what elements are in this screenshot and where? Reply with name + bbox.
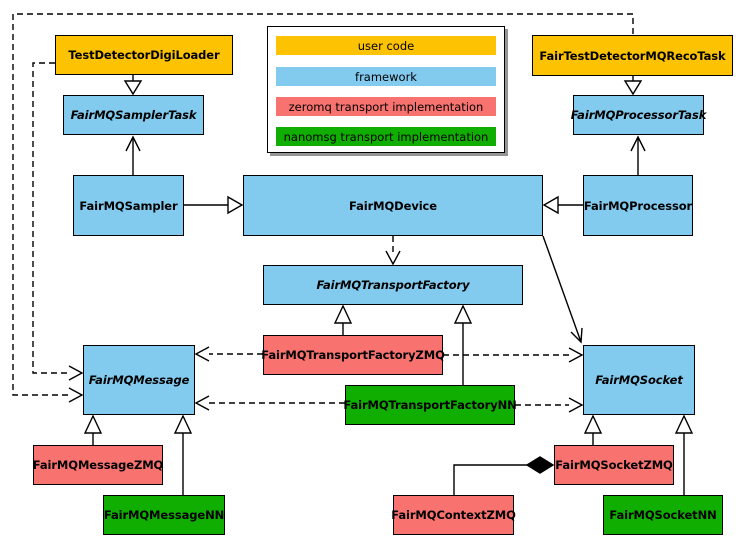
edge-processor-device	[542, 195, 583, 215]
class-box-fairmqcontextzmq: FairMQContextZMQ	[391, 495, 516, 535]
class-box-fairmqprocessortask: FairMQProcessorTask	[571, 95, 706, 135]
edge-socketzmq-socket	[583, 414, 603, 445]
class-box-fairmqsamplertask: FairMQSamplerTask	[63, 95, 204, 135]
legend-item-framework: framework	[276, 67, 496, 86]
legend-item-user-code: user code	[276, 36, 496, 55]
edge-transportfactorynn-socket	[515, 397, 584, 413]
edge-messagezmq-message	[83, 414, 103, 445]
class-box-fairmqsampler: FairMQSampler	[73, 175, 184, 236]
legend-item-nanomsg: nanomsg transport implementation	[276, 127, 496, 146]
class-box-fairmqdevice: FairMQDevice	[243, 175, 543, 236]
class-box-fairmqmessagenn: FairMQMessageNN	[103, 495, 225, 535]
edge-device-socket	[542, 235, 583, 344]
edge-recotask-processortask	[623, 76, 643, 96]
edge-transportfactoryzmq-socket	[443, 347, 584, 363]
class-box-fairmqsocketnn: FairMQSocketNN	[603, 495, 723, 535]
edge-processor-processortask	[630, 135, 646, 175]
edge-messagenn-message	[173, 414, 193, 495]
class-box-fairmqmessagezmq: FairMQMessageZMQ	[33, 445, 163, 485]
class-box-fairtestdetectormqrecotask: FairTestDetectorMQRecoTask	[532, 35, 733, 76]
class-box-testdetectordigiloader: TestDetectorDigiLoader	[55, 35, 233, 75]
edge-socketnn-socket	[674, 414, 694, 495]
class-box-fairmqtransportfactorynn: FairMQTransportFactoryNN	[343, 385, 517, 425]
edge-digiloader-message	[32, 62, 84, 381]
edge-transportfactorynn-message	[194, 395, 345, 411]
class-box-fairmqtransportfactoryzmq: FairMQTransportFactoryZMQ	[261, 335, 445, 375]
edge-transportfactorynn-transportfactory	[453, 304, 473, 385]
class-box-fairmqsocketzmq: FairMQSocketZMQ	[554, 445, 674, 485]
edge-sampler-device	[184, 195, 244, 215]
edge-recotask-message	[12, 13, 634, 403]
legend: user code framework zeromq transport imp…	[267, 26, 505, 153]
edge-transportfactoryzmq-message	[194, 346, 263, 362]
edge-digiloader-samplertask	[123, 75, 143, 96]
class-box-fairmqprocessor: FairMQProcessor	[583, 175, 693, 236]
edge-transportfactoryzmq-transportfactory	[333, 304, 353, 335]
edge-contextzmq-socketzmq	[453, 456, 555, 495]
edge-sampler-samplertask	[125, 135, 141, 175]
class-box-fairmqsocket: FairMQSocket	[583, 345, 695, 415]
class-box-fairmqtransportfactory: FairMQTransportFactory	[263, 265, 523, 305]
edge-device-transportfactory	[385, 236, 401, 266]
class-box-fairmqmessage: FairMQMessage	[83, 345, 195, 415]
legend-item-zeromq: zeromq transport implementation	[276, 97, 496, 116]
